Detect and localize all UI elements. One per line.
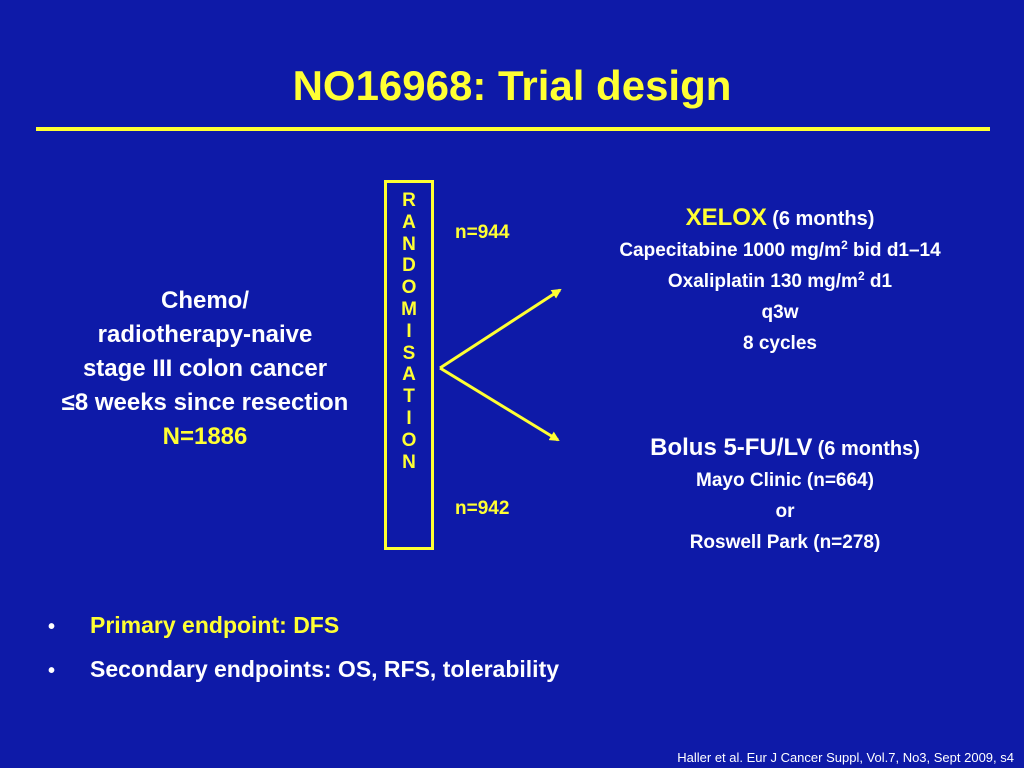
xelox-cycles: 8 cycles (743, 333, 817, 354)
randomisation-letter: D (402, 255, 416, 277)
randomisation-letter: O (401, 429, 417, 451)
lower-arm-n: n=942 (455, 498, 510, 519)
upper-arm-n: n=944 (455, 222, 510, 243)
list-item: • Primary endpoint: DFS (48, 612, 948, 639)
capecitabine-schedule: bid d1–14 (847, 240, 941, 261)
slide-title: NO16968: Trial design (292, 62, 732, 109)
randomisation-letter: T (403, 386, 415, 408)
capecitabine-dose: Capecitabine 1000 mg/m (619, 240, 842, 261)
randomisation-letter: O (401, 277, 417, 299)
randomisation-letter: S (402, 342, 416, 364)
randomisation-letter: R (402, 190, 416, 211)
xelox-frequency: q3w (761, 302, 799, 323)
randomisation-letter: N (402, 233, 416, 255)
population-total-n: N=1886 (162, 423, 248, 450)
secondary-endpoints: Secondary endpoints: OS, RFS, tolerabili… (90, 656, 560, 682)
bullet-icon: • (48, 660, 56, 682)
arrow-to-bolus (439, 366, 560, 442)
xelox-capecitabine: Capecitabine 1000 mg/m2 bid d1–14 (555, 235, 1005, 266)
randomisation-letter: A (402, 211, 416, 233)
bolus-option-mayo: Mayo Clinic (n=664) (696, 470, 874, 491)
capecitabine-unit-exponent: 2 (841, 238, 848, 252)
title-underline (36, 127, 990, 131)
primary-endpoint: Primary endpoint: DFS (90, 612, 340, 638)
xelox-oxaliplatin: Oxaliplatin 130 mg/m2 d1 (555, 266, 1005, 297)
list-item: • Secondary endpoints: OS, RFS, tolerabi… (48, 656, 948, 683)
citation: Haller et al. Eur J Cancer Suppl, Vol.7,… (677, 750, 1014, 765)
population-description: Chemo/ radiotherapy-naive stage III colo… (20, 284, 390, 454)
arrow-to-xelox (439, 288, 562, 370)
population-line-3: stage III colon cancer (82, 355, 328, 382)
population-line-4: ≤8 weeks since resection (61, 389, 349, 416)
randomisation-letter: N (402, 451, 416, 473)
randomisation-letter: M (401, 298, 417, 320)
bolus-or: or (775, 501, 795, 522)
oxaliplatin-schedule: d1 (864, 271, 893, 292)
bolus-arm: Bolus 5-FU/LV (6 months) Mayo Clinic (n=… (570, 432, 1000, 558)
bolus-heading: Bolus 5-FU/LV (6 months) (570, 432, 1000, 465)
xelox-duration: (6 months) (772, 208, 875, 230)
bullet-icon: • (48, 616, 56, 638)
bolus-duration: (6 months) (817, 438, 920, 460)
randomisation-letter: A (402, 364, 416, 386)
xelox-heading: XELOX (6 months) (555, 202, 1005, 235)
oxaliplatin-unit-exponent: 2 (857, 269, 865, 283)
oxaliplatin-dose: Oxaliplatin 130 mg/m (667, 271, 858, 292)
xelox-name: XELOX (685, 204, 767, 231)
randomisation-letter: I (406, 407, 412, 429)
randomisation-letter: I (406, 320, 412, 342)
endpoint-list: • Primary endpoint: DFS • Secondary endp… (48, 612, 948, 700)
randomisation-label: R A N D O M I S A T I O N (384, 190, 434, 473)
population-line-1: Chemo/ (160, 287, 249, 314)
randomisation-box (384, 180, 434, 550)
xelox-arm: XELOX (6 months) Capecitabine 1000 mg/m2… (555, 202, 1005, 359)
bolus-name: Bolus 5-FU/LV (650, 434, 813, 461)
population-line-2: radiotherapy-naive (97, 321, 313, 348)
bolus-option-roswell: Roswell Park (n=278) (689, 532, 881, 553)
